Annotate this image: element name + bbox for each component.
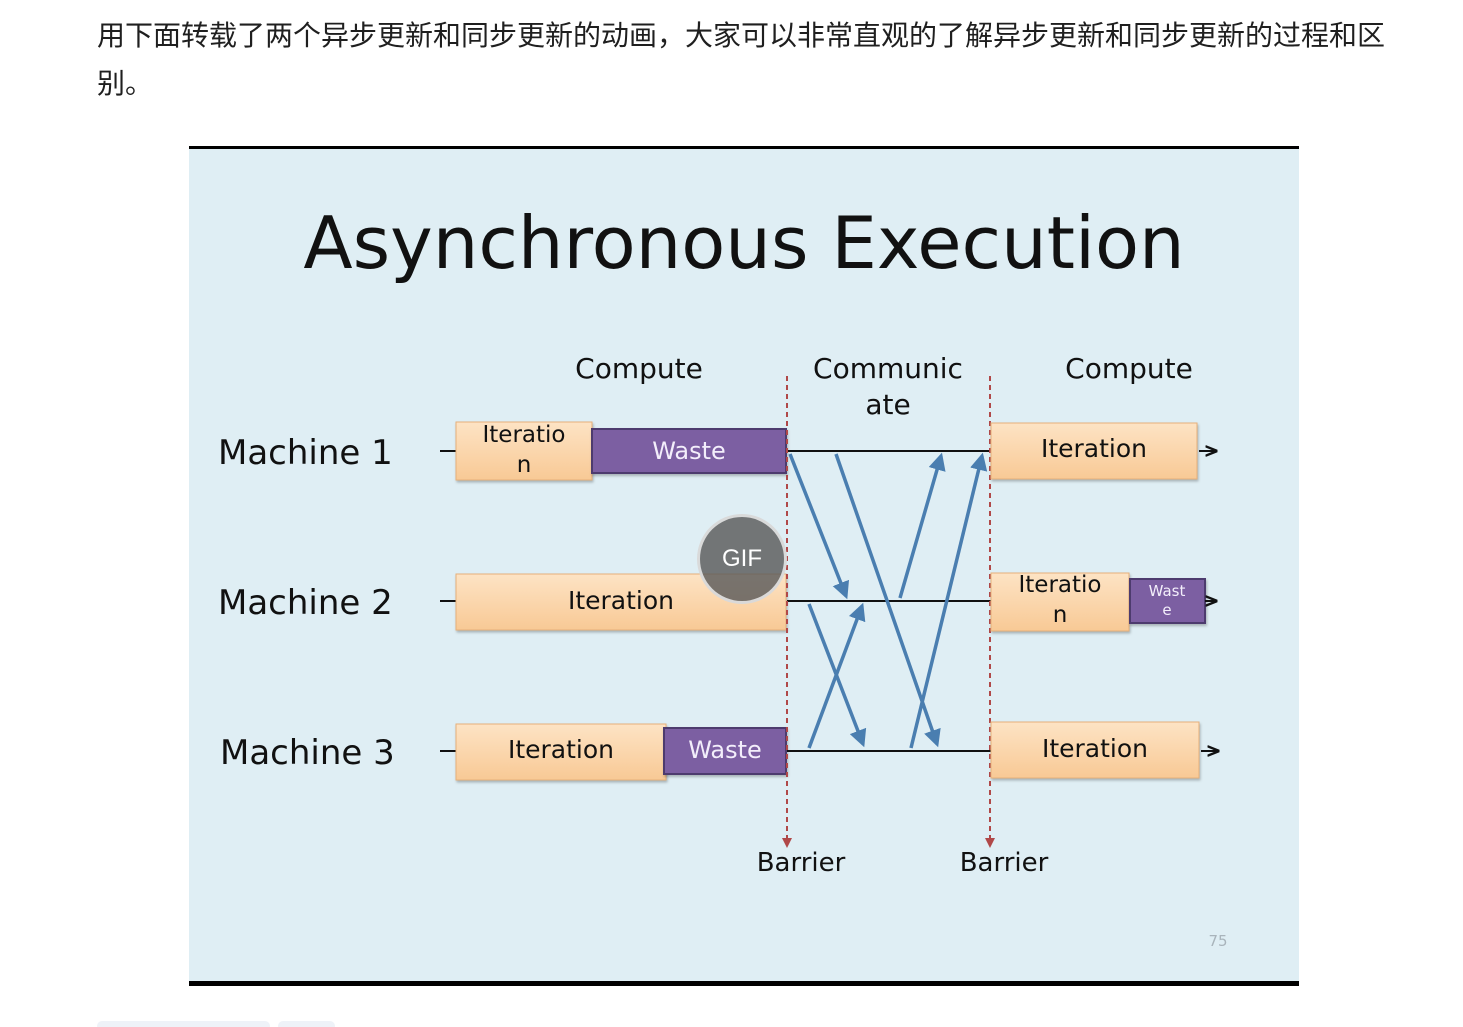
- barrier-label-2: Barrier: [960, 848, 1049, 878]
- arrow-m3-to-m1: [909, 452, 988, 749]
- r1-iteration-label: Iteration: [1041, 434, 1147, 463]
- gif-badge-label: GIF: [722, 545, 762, 572]
- arrow-m1-to-m3: [834, 453, 941, 748]
- m1-waste-block: [591, 428, 787, 474]
- m1-iteration-label-2: n: [517, 452, 532, 478]
- compute-label-right: Compute: [1065, 352, 1193, 385]
- r2-iteration-label-2: n: [1053, 602, 1068, 628]
- m1-waste-label: Waste: [652, 437, 726, 465]
- diagram-svg: Asynchronous Execution Compute Communic …: [189, 146, 1299, 986]
- bottom-border: [189, 981, 1299, 986]
- slide-page-number: 75: [1208, 932, 1227, 950]
- m3-waste-block: [663, 727, 787, 775]
- m1-iteration-label-1: Iteratio: [483, 422, 566, 448]
- machine-3-label: Machine 3: [220, 733, 395, 773]
- asynchronous-execution-gif[interactable]: Asynchronous Execution Compute Communic …: [189, 146, 1299, 986]
- r2-waste-block: [1129, 578, 1206, 624]
- article-paragraph: 用下面转载了两个异步更新和同步更新的动画，大家可以非常直观的了解异步更新和同步更…: [97, 19, 1386, 100]
- r2-waste-label-1: Wast: [1149, 582, 1186, 600]
- gif-play-badge[interactable]: GIF: [697, 514, 787, 604]
- arrow-m1-to-m2: [788, 453, 850, 600]
- m1-iteration-block: [455, 421, 593, 481]
- bottom-tag-1[interactable]: [97, 1021, 270, 1027]
- m3-iteration-block: [455, 723, 667, 781]
- communication-arrows: [788, 452, 988, 749]
- r3-iteration-block: [990, 721, 1200, 779]
- barrier-label-1: Barrier: [757, 848, 846, 878]
- slide-title: Asynchronous Execution: [303, 201, 1184, 285]
- r2-waste-label-2: e: [1162, 601, 1171, 619]
- arrow-m2-to-m1: [898, 452, 946, 599]
- machine-2-label: Machine 2: [218, 583, 393, 623]
- bottom-tag-2[interactable]: [278, 1021, 335, 1027]
- r1-iteration-block: [990, 422, 1198, 480]
- compute-label-left: Compute: [575, 352, 703, 385]
- top-border: [189, 146, 1299, 149]
- r2-iteration-label-1: Iteratio: [1019, 572, 1102, 598]
- r2-iteration-block: [990, 572, 1130, 632]
- m3-waste-label: Waste: [688, 736, 762, 764]
- communicate-label-line1: Communic: [813, 352, 963, 385]
- communicate-label-line2: ate: [865, 388, 910, 421]
- m3-iteration-label: Iteration: [508, 735, 614, 764]
- machine-1-label: Machine 1: [218, 433, 393, 473]
- r3-iteration-label: Iteration: [1042, 734, 1148, 763]
- arrow-m3-to-m2: [807, 602, 866, 749]
- m2-iteration-label: Iteration: [568, 586, 674, 615]
